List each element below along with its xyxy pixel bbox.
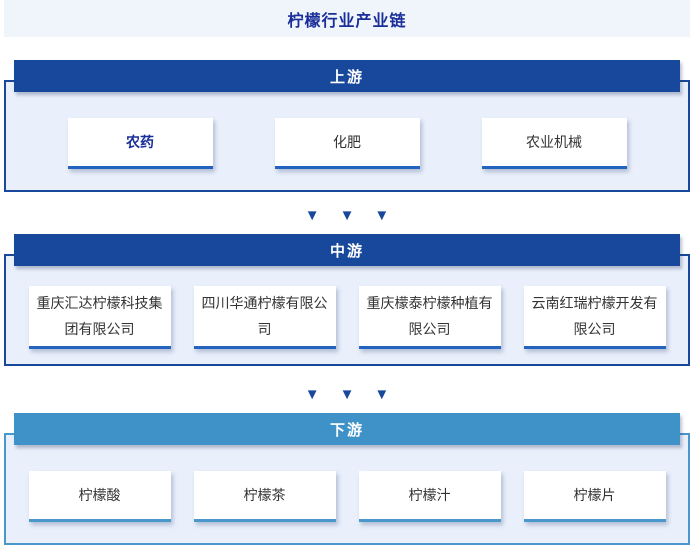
chain-item-card[interactable]: 农药 xyxy=(67,117,213,169)
arrow-row-midstream-to-downstream: ▼ ▼ ▼ xyxy=(0,387,694,403)
section-downstream-header: 下游 xyxy=(14,413,680,445)
down-arrow-icon: ▼ xyxy=(339,386,355,403)
section-midstream-header: 中游 xyxy=(14,234,680,266)
section-downstream-panel: 柠檬酸柠檬茶柠檬汁柠檬片 xyxy=(4,433,690,545)
section-upstream-header: 上游 xyxy=(14,60,680,92)
down-arrow-icon: ▼ xyxy=(374,386,390,403)
upstream-card-row: 农药 化肥 农业机械 xyxy=(67,117,627,169)
chain-item-card[interactable]: 重庆檬泰柠檬种植有限公司 xyxy=(358,285,501,349)
down-arrow-icon: ▼ xyxy=(304,207,320,224)
section-midstream: 中游 重庆汇达柠檬科技集团有限公司四川华通柠檬有限公司重庆檬泰柠檬种植有限公司云… xyxy=(4,234,690,366)
down-arrow-icon: ▼ xyxy=(374,207,390,224)
midstream-card-row: 重庆汇达柠檬科技集团有限公司四川华通柠檬有限公司重庆檬泰柠檬种植有限公司云南红瑞… xyxy=(28,285,666,349)
section-upstream-panel: 农药 化肥 农业机械 xyxy=(4,80,690,192)
chain-item-card[interactable]: 云南红瑞柠檬开发有限公司 xyxy=(523,285,666,349)
chain-item-card[interactable]: 柠檬酸 xyxy=(28,470,171,522)
page-title: 柠檬行业产业链 xyxy=(4,0,690,37)
chain-item-card[interactable]: 柠檬片 xyxy=(523,470,666,522)
chain-item-card[interactable]: 四川华通柠檬有限公司 xyxy=(193,285,336,349)
section-upstream: 上游 农药 化肥 农业机械 xyxy=(4,60,690,192)
chain-item-card[interactable]: 柠檬汁 xyxy=(358,470,501,522)
down-arrow-icon: ▼ xyxy=(304,386,320,403)
downstream-card-row: 柠檬酸柠檬茶柠檬汁柠檬片 xyxy=(28,470,666,522)
section-midstream-panel: 重庆汇达柠檬科技集团有限公司四川华通柠檬有限公司重庆檬泰柠檬种植有限公司云南红瑞… xyxy=(4,254,690,366)
arrow-row-upstream-to-midstream: ▼ ▼ ▼ xyxy=(0,208,694,224)
down-arrow-icon: ▼ xyxy=(339,207,355,224)
chain-item-card[interactable]: 柠檬茶 xyxy=(193,470,336,522)
chain-item-card[interactable]: 农业机械 xyxy=(481,117,627,169)
section-downstream: 下游 柠檬酸柠檬茶柠檬汁柠檬片 xyxy=(4,413,690,545)
chain-item-card[interactable]: 化肥 xyxy=(274,117,420,169)
chain-item-card[interactable]: 重庆汇达柠檬科技集团有限公司 xyxy=(28,285,171,349)
